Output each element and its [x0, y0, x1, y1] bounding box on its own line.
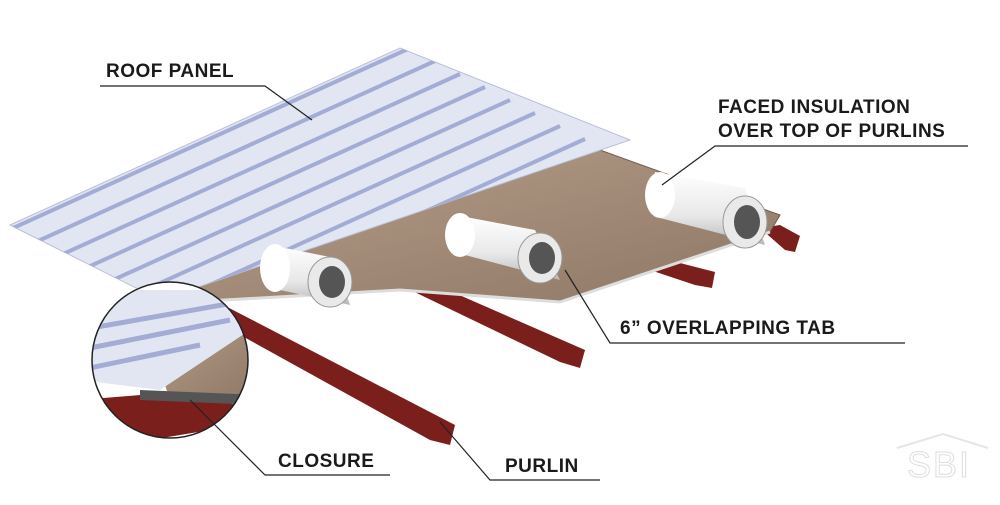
leader-lines — [100, 85, 968, 481]
closure-detail-inset — [91, 281, 249, 439]
insulation-rolls — [260, 172, 768, 308]
label-faced-insulation-line1: FACED INSULATION — [718, 97, 911, 118]
roll-3 — [645, 172, 768, 249]
label-roof-panel: ROOF PANEL — [106, 61, 235, 82]
label-purlin: PURLIN — [505, 456, 579, 477]
label-closure: CLOSURE — [278, 451, 375, 472]
label-overlapping-tab: 6” OVERLAPPING TAB — [620, 318, 836, 339]
roll-2 — [445, 213, 563, 284]
logo-text: SBI — [906, 444, 972, 486]
sbi-logo: SBI — [895, 432, 990, 487]
house-roof-icon — [896, 432, 989, 449]
roll-1 — [260, 244, 353, 308]
label-faced-insulation-line2: OVER TOP OF PURLINS — [718, 121, 946, 142]
purlin-2 — [400, 280, 585, 368]
